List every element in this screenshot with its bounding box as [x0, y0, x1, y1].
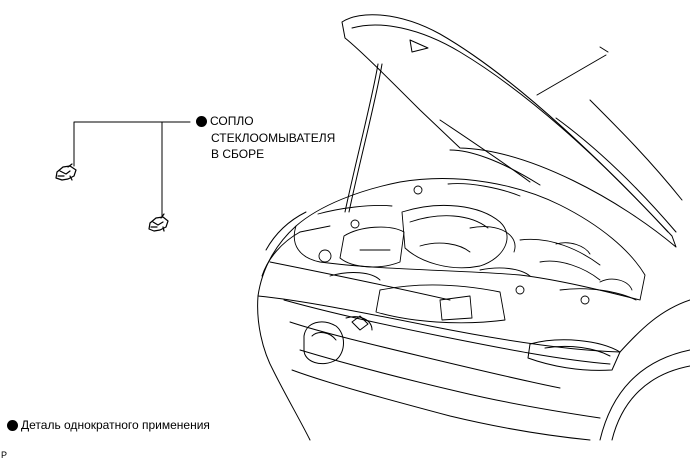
- washer-nozzle-right: [148, 213, 169, 232]
- callout-line-3: В СБОРЕ: [211, 147, 265, 161]
- legend: Деталь однократного применения: [7, 418, 210, 432]
- car-front-body: [257, 225, 690, 441]
- non-reusable-marker-icon: [196, 115, 207, 127]
- windshield: [555, 99, 683, 233]
- headlight-right: [527, 339, 621, 371]
- antenna-line: [536, 54, 607, 96]
- figure-code: P: [1, 450, 8, 460]
- legend-text: Деталь однократного применения: [21, 418, 210, 432]
- hood-support-rod: [344, 63, 383, 213]
- non-reusable-marker-icon: [7, 419, 18, 431]
- callout-line-1: СОПЛО: [210, 114, 254, 128]
- fender-left: [261, 211, 307, 277]
- callout-line-2: СТЕКЛООМЫВАТЕЛЯ: [211, 130, 336, 145]
- engine-compartment: [293, 178, 646, 324]
- grille-emblem: [303, 315, 373, 365]
- callout-leader-lines: [73, 121, 191, 220]
- washer-nozzle-callout: СОПЛО СТЕКЛООМЫВАТЕЛЯ В СБОРЕ: [196, 113, 335, 163]
- open-hood: [341, 14, 677, 248]
- wheel-arch: [599, 349, 690, 441]
- washer-nozzle-left: [55, 163, 77, 181]
